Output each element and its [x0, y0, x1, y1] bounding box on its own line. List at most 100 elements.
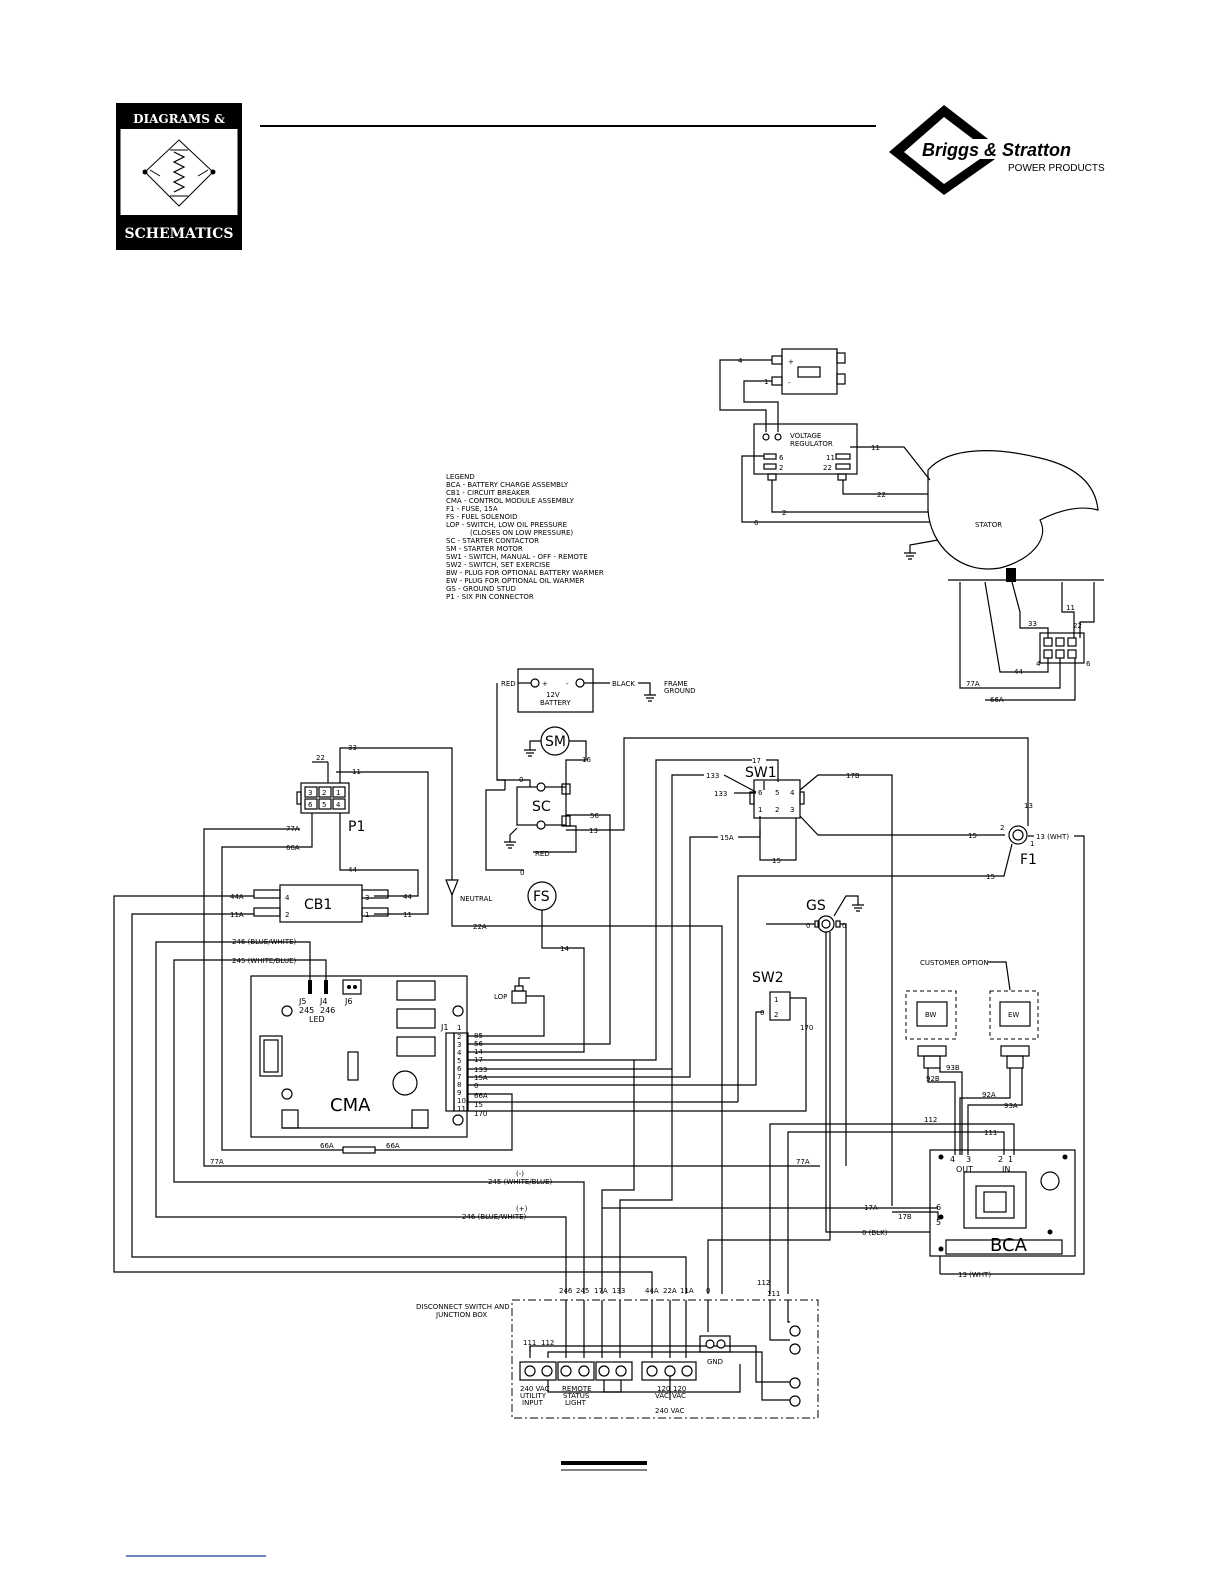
wire-label: 15A: [474, 1074, 488, 1082]
wire-17b-bca: [892, 1211, 939, 1220]
wire-label: 77A: [966, 680, 980, 688]
remote-label-2: STATUS: [563, 1392, 590, 1400]
wire-label: 77A: [796, 1158, 810, 1166]
ew-label: EW: [1008, 1011, 1019, 1019]
svg-text:1: 1: [1008, 1155, 1013, 1164]
svg-text:6: 6: [936, 1203, 941, 1212]
svg-text:22: 22: [823, 464, 832, 472]
legend: LEGEND BCA - BATTERY CHARGE ASSEMBLY CB1…: [446, 473, 604, 601]
wire-label: 22A: [473, 923, 487, 931]
utility-label-3: INPUT: [522, 1399, 544, 1407]
wire-label: 133: [612, 1287, 625, 1295]
svg-text:6: 6: [308, 801, 313, 809]
svg-text:8: 8: [457, 1081, 461, 1089]
wire-label: 44A: [230, 893, 244, 901]
svg-text:1: 1: [1030, 840, 1034, 848]
customer-option-pointer: [988, 961, 1011, 991]
wire-17-sw1: [766, 759, 779, 782]
legend-item: BW - PLUG FOR OPTIONAL BATTERY WARMER: [446, 569, 604, 577]
wire-label: 11: [1066, 604, 1075, 612]
briggs-stratton-logo: Briggs & Stratton POWER PRODUCTS: [889, 105, 1105, 195]
customer-option-label: CUSTOMER OPTION: [920, 959, 989, 967]
wire-16: [565, 740, 587, 787]
wire-33-conn: [1011, 581, 1049, 638]
wire-label: 4: [738, 357, 743, 365]
wire-label: 13 (WHT): [1036, 833, 1069, 841]
vr-label-2: REGULATOR: [790, 440, 833, 448]
wire-85-lop: [468, 995, 545, 1037]
wire-label: 22A: [663, 1287, 677, 1295]
wire-label: 15: [986, 873, 995, 881]
wire-label: 66A: [386, 1142, 400, 1150]
vac240-label: 240 VAC: [655, 1407, 685, 1415]
svg-text:1: 1: [336, 789, 340, 797]
wire-label: 133: [474, 1066, 487, 1074]
wire-17a-jb: [601, 1060, 635, 1294]
legend-item: CB1 - CIRCUIT BREAKER: [446, 489, 530, 497]
neutral-label: NEUTRAL: [460, 895, 492, 903]
wire-label: 66A: [474, 1092, 488, 1100]
cma-label: CMA: [330, 1095, 371, 1116]
stator: STATOR: [904, 450, 1099, 582]
wire-label: 44: [348, 866, 357, 874]
svg-text:6: 6: [1086, 660, 1091, 668]
svg-text:10: 10: [457, 1097, 466, 1105]
wire-label: 17A: [864, 1204, 878, 1212]
wire-111-jb-in: [787, 1300, 790, 1323]
bw-plug: BW: [905, 990, 957, 1069]
svg-text:1: 1: [758, 806, 762, 814]
wire-15-sw1: [799, 815, 1005, 836]
wire-13-sc: [566, 737, 1029, 831]
wire-label: 33: [348, 744, 357, 752]
svg-text:1: 1: [774, 996, 778, 1004]
wire-33-p1: [339, 747, 453, 880]
junction-top-labels: 246 245 17A 133 44A 22A 11A 0 112 111: [559, 1279, 780, 1298]
legend-item: FS - FUEL SOLENOID: [446, 513, 518, 521]
legend-item: BCA - BATTERY CHARGE ASSEMBLY: [446, 481, 569, 489]
wire-44a: [113, 895, 653, 1294]
wire-245: [173, 959, 585, 1294]
wire-15-loop: [759, 818, 797, 861]
wire-label: 170: [474, 1110, 487, 1118]
led-label: LED: [309, 1015, 325, 1024]
wire-label: 11: [403, 911, 412, 919]
svg-text:2: 2: [285, 911, 289, 919]
wire-label: 245 (WHITE/BLUE): [488, 1178, 553, 1186]
svg-text:6: 6: [758, 789, 763, 797]
j1-label: J1: [440, 1023, 448, 1032]
battery: + - 12V BATTERY: [517, 668, 594, 713]
brand-name: Briggs & Stratton: [922, 140, 1071, 160]
wire-label: 246: [559, 1287, 573, 1295]
sw1-switch: SW1 6 5 4 1 2 3: [745, 765, 805, 819]
wire-label: 56: [590, 812, 599, 820]
legend-item: F1 - FUSE, 15A: [446, 505, 498, 513]
svg-text:0: 0: [842, 922, 846, 930]
svg-text:2: 2: [779, 464, 783, 472]
wire-14-fs: [480, 910, 585, 1053]
wire-label: 112: [757, 1279, 770, 1287]
legend-item: (CLOSES ON LOW PRESSURE): [470, 529, 573, 537]
wire-92b: [927, 1068, 956, 1155]
wire-label: 245: [299, 1006, 314, 1015]
wire-label: 17B: [898, 1213, 912, 1221]
wire-red-battery: [496, 683, 506, 790]
svg-text:4: 4: [285, 894, 290, 902]
legend-item: P1 - SIX PIN CONNECTOR: [446, 593, 534, 601]
wire-label: 11: [352, 768, 361, 776]
wire-0-gs-right: [840, 923, 847, 1166]
wire-label: 13: [589, 827, 598, 835]
legend-item: LOP - SWITCH, LOW OIL PRESSURE: [446, 521, 567, 529]
svg-text:2: 2: [998, 1155, 1003, 1164]
svg-text:11: 11: [826, 454, 835, 462]
wire-label: 44A: [645, 1287, 659, 1295]
p1-connector: 3 2 1 6 5 4 P1: [296, 782, 365, 835]
j6-label: J6: [344, 997, 352, 1006]
battery-label-1: 12V: [546, 691, 560, 699]
wire-13wht-bca: [940, 835, 1085, 1275]
vr-label-1: VOLTAGE: [790, 432, 821, 440]
p1-label: P1: [348, 819, 365, 835]
wire-17-j1: [468, 759, 752, 1061]
wire-label: 2: [782, 509, 786, 517]
svg-text:0: 0: [760, 1009, 764, 1017]
svg-text:2: 2: [775, 806, 779, 814]
